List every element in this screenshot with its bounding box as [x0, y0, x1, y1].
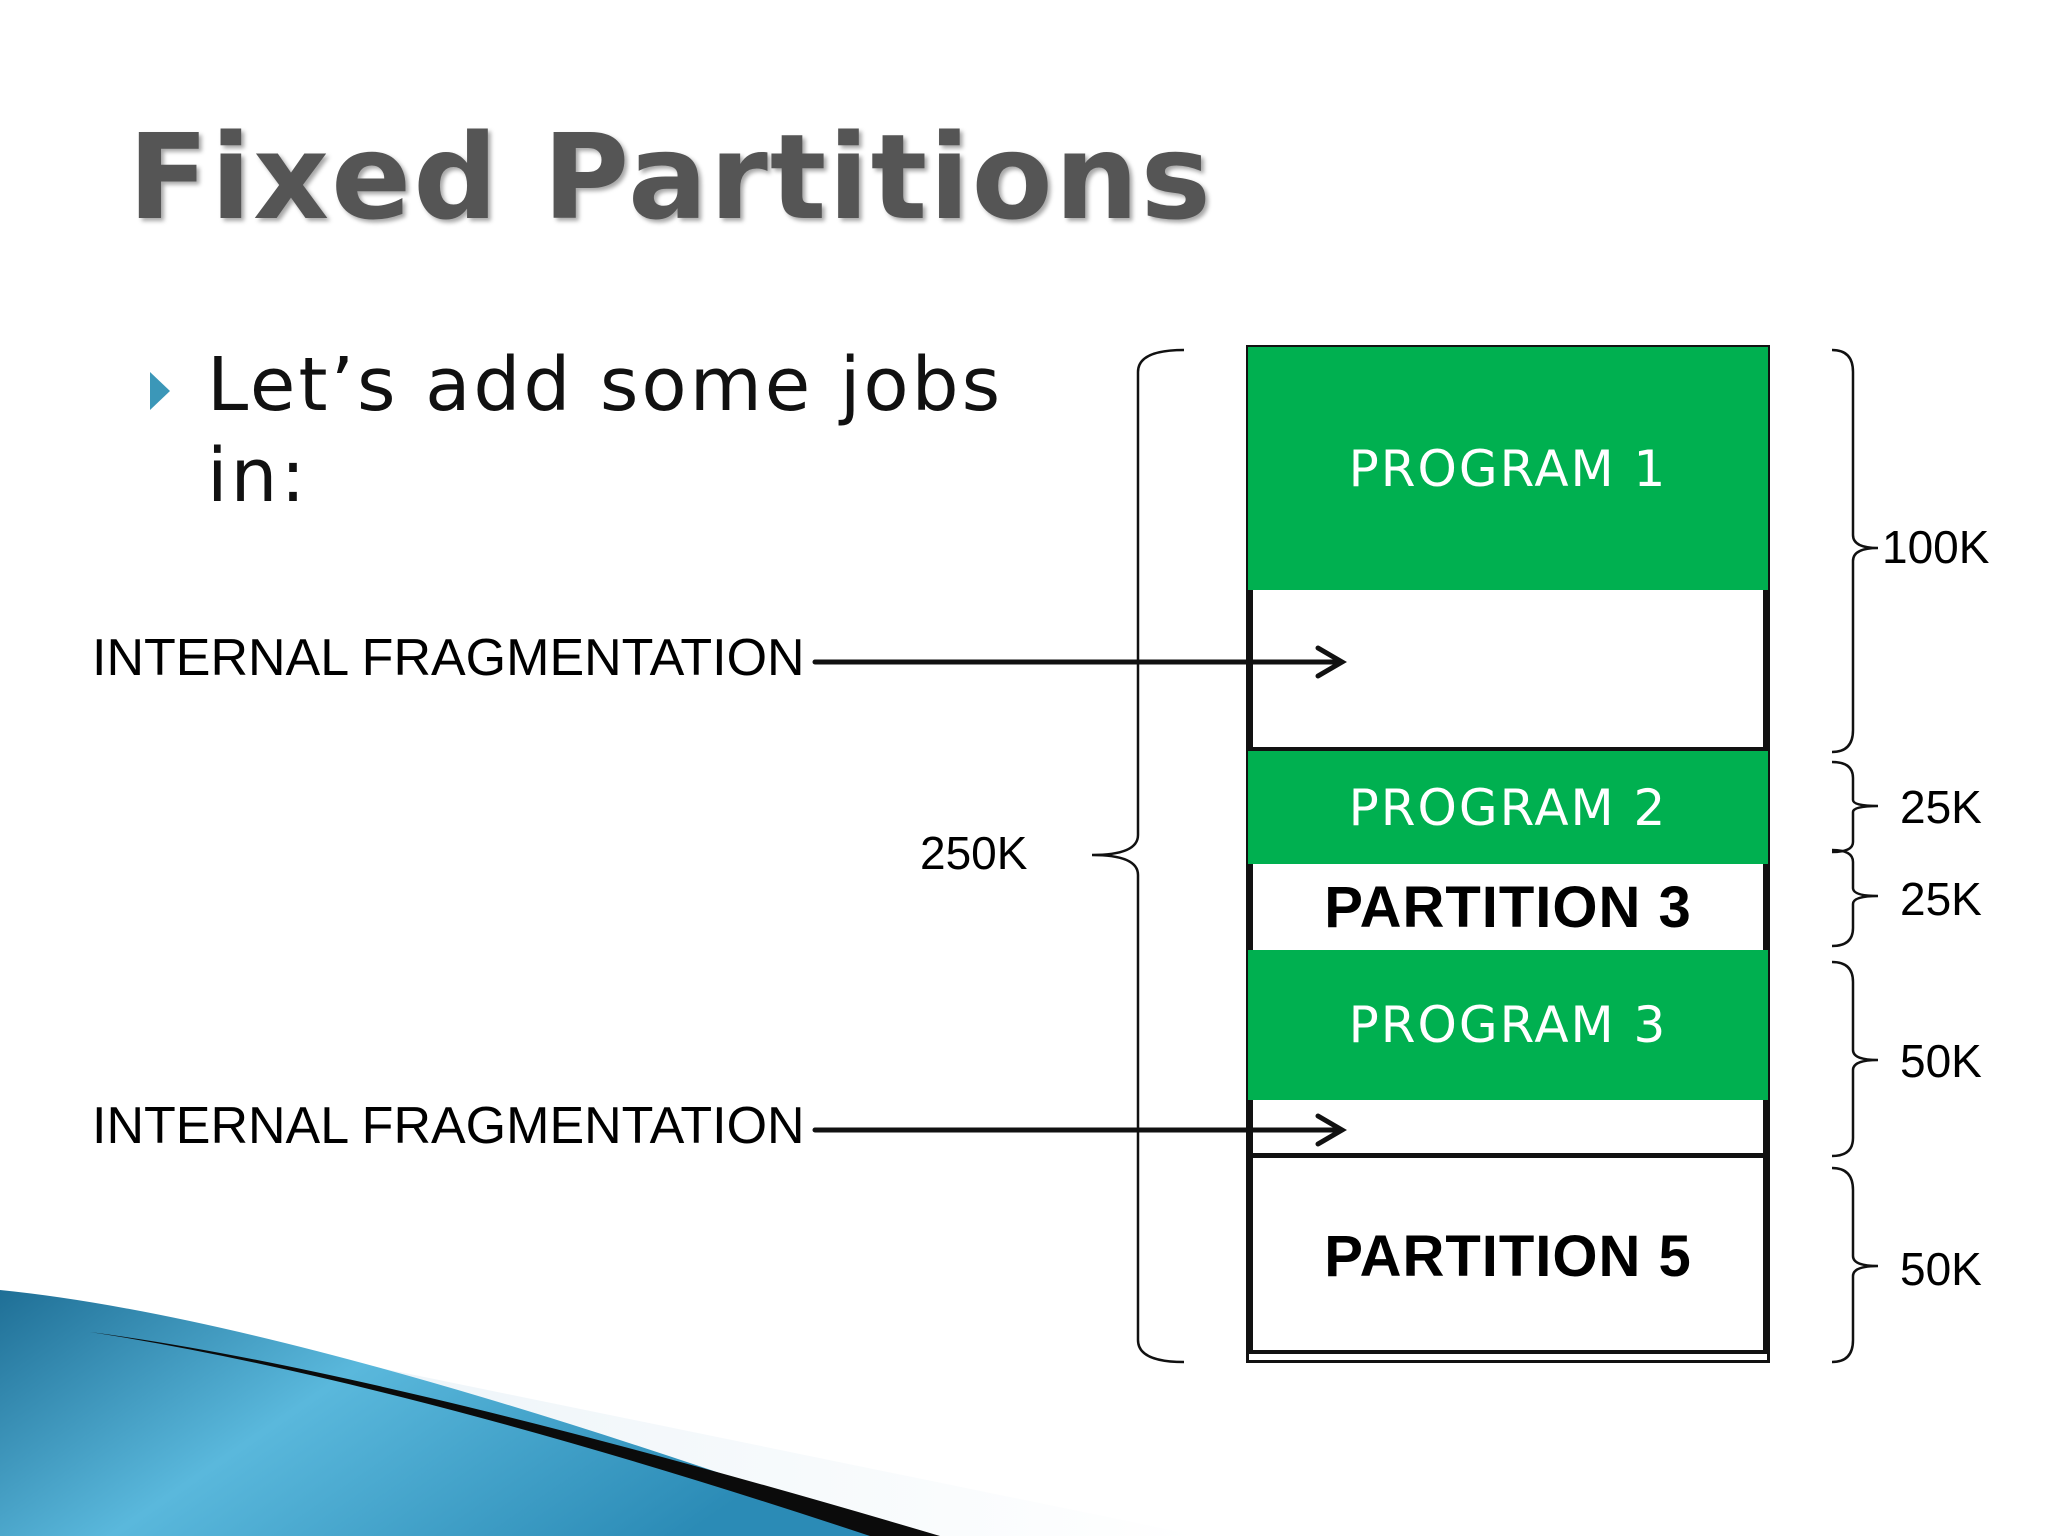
size-brace-50k-b: [1831, 1166, 1879, 1364]
partition-divider: [1248, 747, 1768, 751]
program-1-label: PROGRAM 1: [1348, 439, 1668, 498]
size-label-50k: 50K: [1900, 1243, 1982, 1295]
slide-title: Fixed Partitions: [128, 108, 1213, 246]
memory-outer-border: [1246, 345, 1770, 1363]
program-3-label: PROGRAM 3: [1348, 996, 1668, 1054]
program-3-block: PROGRAM 3: [1248, 950, 1768, 1100]
size-brace-25k-a: [1831, 760, 1879, 854]
partition-3-label: PARTITION 3: [1324, 874, 1692, 940]
internal-fragmentation-label: INTERNAL FRAGMENTATION: [92, 629, 805, 687]
size-label-25k: 25K: [1900, 873, 1982, 925]
fragmentation-area-1: [1248, 590, 1768, 750]
memory-bottom-line: [1248, 1350, 1768, 1354]
size-label-50k: 50K: [1900, 1035, 1982, 1087]
arrow-head-icon: [1315, 1113, 1347, 1147]
program-2-label: PROGRAM 2: [1348, 778, 1668, 837]
size-brace-50k-a: [1831, 960, 1879, 1158]
size-brace-100k: [1831, 348, 1879, 754]
fragmentation-area-2: [1248, 1100, 1768, 1155]
size-label-25k: 25K: [1900, 781, 1982, 833]
total-size-label: 250K: [920, 827, 1028, 879]
bullet-arrow-icon: [150, 372, 170, 410]
internal-fragmentation-label: INTERNAL FRAGMENTATION: [92, 1097, 805, 1155]
size-label-100k: 100K: [1882, 521, 1990, 573]
partition-3-block: PARTITION 3: [1248, 864, 1768, 950]
arrow-head-icon: [1315, 645, 1347, 679]
total-size-brace: [1091, 348, 1185, 1364]
partition-5-block: PARTITION 5: [1248, 1158, 1768, 1354]
program-2-block: PROGRAM 2: [1248, 751, 1768, 864]
partition-5-label: PARTITION 5: [1324, 1223, 1692, 1289]
partition-divider: [1248, 1153, 1768, 1158]
size-brace-25k-b: [1831, 848, 1879, 948]
bullet-text: Let’s add some jobs in:: [207, 342, 1004, 519]
decorative-swoosh: [0, 1290, 1200, 1536]
program-1-block: PROGRAM 1: [1248, 347, 1768, 590]
